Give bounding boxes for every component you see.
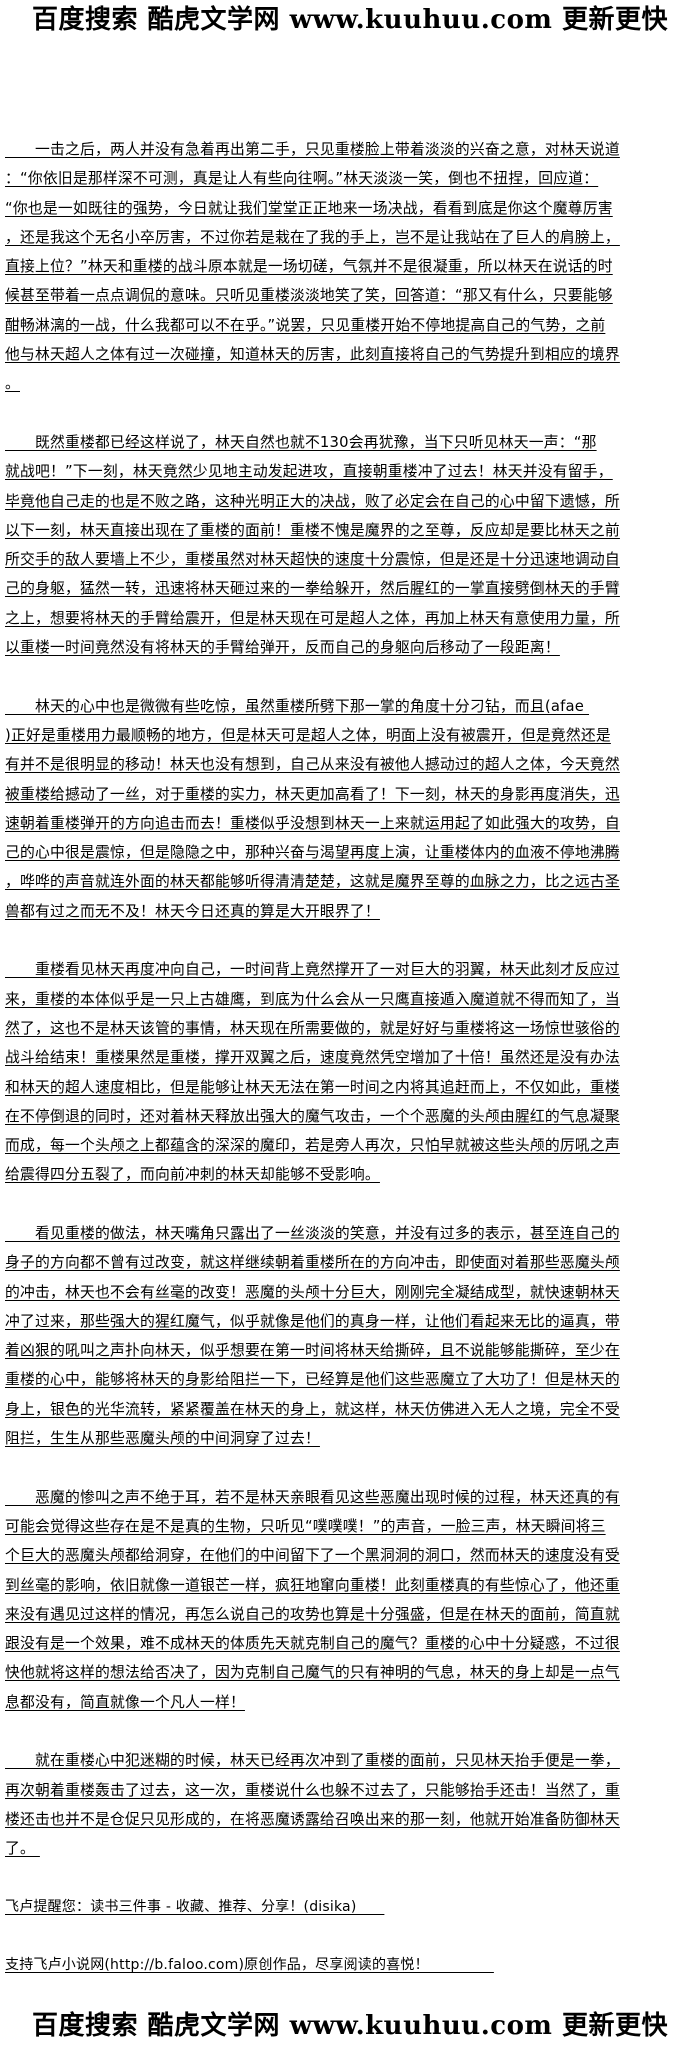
paragraph-line: 再次朝着重楼轰击了过去，这一次，重楼说什么也躲不过去了，只能够抬手还击！当然了，… [5, 1781, 620, 1799]
paragraph-line: 然了，这也不是林天该管的事情，林天现在所需要做的，就是好好与重楼将这一场惊世骇俗… [5, 1019, 620, 1037]
article-paragraph: 看见重楼的做法，林天嘴角只露出了一丝淡淡的笑意，并没有过多的表示，甚至连自己的身… [5, 1219, 693, 1453]
paragraph-line: 来没有遇见过这样的情况，再怎么说自己的攻势也算是十分强盛，但是在林天的面前，简直… [5, 1605, 620, 1623]
paragraph-line: ，还是我这个无名小卒厉害，不过你若是栽在了我的手上，岂不是让我站在了巨人的肩膀上… [5, 228, 620, 246]
paragraph-line: 林天的心中也是微微有些吃惊，虽然重楼所劈下那一掌的角度十分刁钻，而且(afae [5, 697, 590, 715]
paragraph-line: 有并不是很明显的移动！林天也没有想到，自己从来没有被他人撼动过的超人之体，今天竟… [5, 756, 620, 774]
site-banner-logo: 百度搜索 酷虎文学网 www.kuuhuu.com 更新更快 [31, 5, 668, 35]
article-paragraph: 恶魔的惨叫之声不绝于耳，若不是林天亲眼看见这些恶魔出现时候的过程，林天还真的有可… [5, 1483, 693, 1717]
paragraph-line: 以下一刻，林天直接出现在了重楼的面前！重楼不愧是魔界的之至尊，反应却是要比林天之… [5, 521, 620, 539]
paragraph-line: 跟没有是一个效果，难不成林天的体质先天就克制自己的魔气？重楼的心中十分疑惑，不过… [5, 1635, 620, 1653]
reading-reminder-text: 飞卢提醒您：读书三件事 - 收藏、推荐、分享！(disika) [5, 1898, 385, 1915]
article-paragraph: 既然重楼都已经这样说了，林天自然也就不130会再犹豫，当下只听见林天一声：“那就… [5, 428, 693, 662]
paragraph-line: 的冲击，林天也不会有丝毫的改变！恶魔的头颅十分巨大，刚刚完全凝结成型，就快速朝林… [5, 1283, 620, 1301]
paragraph-line: 在不停倒退的同时，还对着林天释放出强大的魔气攻击，一个个恶魔的头颅由腥红的气息凝… [5, 1107, 620, 1125]
paragraph-line: 和林天的超人速度相比，但是能够让林天无法在第一时间之内将其追赶而上，不仅如此，重… [5, 1078, 620, 1096]
paragraph-line: 重楼看见林天再度冲向自己，一时间背上竟然撑开了一对巨大的羽翼，林天此刻才反应过 [5, 961, 620, 979]
article-body: 一击之后，两人并没有急着再出第二手，只见重楼脸上带着淡淡的兴奋之意，对林天说道 ：… [5, 135, 693, 2010]
paragraph-line: 身上，银色的光华流转，紧紧覆盖在林天的身上，就这样，林天仿佛进入无人之境，完全不… [5, 1400, 620, 1418]
paragraph-line: 己的心中很是震惊，但是隐隐之中，那种兴奋与渴望再度上演，让重楼体内的血液不停地沸… [5, 844, 620, 862]
paragraph-line: 候甚至带着一点点调侃的意味。只听见重楼淡淡地笑了笑，回答道：“那又有什么，只要能… [5, 287, 613, 305]
paragraph-line: 己的身躯，猛然一转，迅速将林天砸过来的一拳给躲开，然后腥红的一掌直接劈倒林天的手… [5, 580, 620, 598]
paragraph-line: 以重楼一时间竟然没有将林天的手臂给弹开，反而自己的身躯向后移动了一段距离！ [5, 639, 560, 657]
paragraph-line: 息都没有，简直就像一个凡人一样！ [5, 1693, 245, 1711]
paragraph-line: 直接上位？”林天和重楼的战斗原本就是一场切磋，气氛并不是很凝重，所以林天在说话的… [5, 258, 613, 276]
paragraph-line: 战斗给结束！重楼果然是重楼，撑开双翼之后，速度竟然凭空增加了十倍！虽然还是没有办… [5, 1049, 620, 1067]
paragraph-line: 了。 [5, 1840, 40, 1858]
paragraph-line: 所交手的敌人要墙上不少，重楼虽然对林天超快的速度十分震惊，但是还是十分迅速地调动… [5, 551, 620, 569]
paragraph-line: 阻拦，生生从那些恶魔头颅的中间洞穿了过去！ [5, 1430, 320, 1448]
paragraph-line: 个巨大的恶魔头颅都给洞穿，在他们的中间留下了一个黑洞洞的洞口，然而林天的速度没有… [5, 1547, 620, 1565]
paragraph-line: 看见重楼的做法，林天嘴角只露出了一丝淡淡的笑意，并没有过多的表示，甚至连自己的 [5, 1224, 620, 1242]
article-paragraph: 林天的心中也是微微有些吃惊，虽然重楼所劈下那一掌的角度十分刁钻，而且(afae … [5, 692, 693, 926]
article-paragraph: 一击之后，两人并没有急着再出第二手，只见重楼脸上带着淡淡的兴奋之意，对林天说道 ：… [5, 135, 693, 399]
paragraph-line: 一击之后，两人并没有急着再出第二手，只见重楼脸上带着淡淡的兴奋之意，对林天说道 [5, 141, 620, 158]
paragraph-line: 而成，每一个头颅之上都蕴含的深深的魔印，若是旁人再次，只怕早就被这些头颅的厉吼之… [5, 1137, 620, 1155]
paragraph-line: 兽都有过之而无不及！林天今日还真的算是大开眼界了！ [5, 902, 380, 920]
paragraph-line: 就战吧！”下一刻，林天竟然少见地主动发起进攻，直接朝重楼冲了过去！林天并没有留手… [5, 463, 613, 481]
paragraph-line: 给震得四分五裂了，而向前冲刺的林天却能够不受影响。 [5, 1166, 380, 1184]
paragraph-line: 就在重楼心中犯迷糊的时候，林天已经再次冲到了重楼的面前，只见林天抬手便是一拳， [5, 1752, 620, 1770]
paragraph-line: )正好是重楼用力最顺畅的地方，但是林天可是超人之体，明面上没有被震开，但是竟然还… [5, 726, 611, 744]
paragraph-line: ：“你依旧是那样深不可测，真是让人有些向往啊。”林天淡淡一笑，倒也不扭捏，回应道… [5, 170, 599, 188]
support-faloo-text: 支持飞卢小说网(http://b.faloo.com)原创作品，尽享阅读的喜悦！ [5, 1957, 494, 1974]
paragraph-line: 可能会觉得这些存在是不是真的生物，只听见“噗噗噗！”的声音，一脸三声，林天瞬间将… [5, 1517, 606, 1535]
paragraph-line: “你也是一如既往的强势，今日就让我们堂堂正正地来一场决战，看看到底是你这个魔尊厉… [5, 199, 613, 217]
article-paragraph: 重楼看见林天再度冲向自己，一时间背上竟然撑开了一对巨大的羽翼，林天此刻才反应过来… [5, 955, 693, 1189]
article-paragraphs: 一击之后，两人并没有急着再出第二手，只见重楼脸上带着淡淡的兴奋之意，对林天说道 ：… [5, 135, 693, 1864]
paragraph-line: 重楼的心中，能够将林天的身影给阻拦一下，已经算是他们这些恶魔立了大功了！但是林天… [5, 1371, 620, 1389]
paragraph-line: 。 [5, 375, 20, 393]
paragraph-line: 来，重楼的本体似乎是一只上古雄鹰，到底为什么会从一只鹰直接遁入魔道就不得而知了，… [5, 990, 620, 1008]
paragraph-line: 他与林天超人之体有过一次碰撞，知道林天的厉害，此刻直接将自己的气势提升到相应的境… [5, 346, 620, 364]
paragraph-line: 酣畅淋漓的一战，什么我都可以不在乎。”说罢，只见重楼开始不停地提高自己的气势，之… [5, 316, 606, 334]
paragraph-line: 毕竟他自己走的也是不败之路，这种光明正大的决战，败了必定会在自己的心中留下遗憾，… [5, 492, 620, 510]
paragraph-line: 着凶狠的吼叫之声扑向林天，似乎想要在第一时间将林天给撕碎，且不说能够能撕碎，至少… [5, 1342, 620, 1360]
paragraph-line: 身子的方向都不曾有过改变，就这样继续朝着重楼所在的方向冲击，即使面对着那些恶魔头… [5, 1254, 620, 1272]
article-paragraph: 就在重楼心中犯迷糊的时候，林天已经再次冲到了重楼的面前，只见林天抬手便是一拳， 再… [5, 1746, 693, 1863]
paragraph-line: 到丝毫的影响，依旧就像一道银芒一样，疯狂地窜向重楼！此刻重楼真的有些惊心了，他还… [5, 1576, 620, 1594]
paragraph-line: 恶魔的惨叫之声不绝于耳，若不是林天亲眼看见这些恶魔出现时候的过程，林天还真的有 [5, 1488, 620, 1506]
paragraph-line: 被重楼给撼动了一丝，对于重楼的实力，林天更加高看了！下一刻，林天的身影再度消失，… [5, 785, 620, 803]
paragraph-line: 既然重楼都已经这样说了，林天自然也就不130会再犹豫，当下只听见林天一声：“那 [5, 433, 597, 451]
paragraph-line: ，哗哗的声音就连外面的林天都能够听得清清楚楚，这就是魔界至尊的血脉之力，比之远古… [5, 873, 620, 891]
site-banner-logo-bottom: 百度搜索 酷虎文学网 www.kuuhuu.com 更新更快 [31, 2011, 668, 2041]
paragraph-line: 冲了过来，那些强大的猩红魔气，似乎就像是他们的真身一样，让他们看起来无比的逼真，… [5, 1312, 620, 1330]
paragraph-line: 速朝着重楼弹开的方向追击而去！重楼似乎没想到林天一上来就运用起了如此强大的攻势，… [5, 814, 620, 832]
paragraph-line: 快他就将这样的想法给否决了，因为克制自己魔气的只有神明的气息，林天的身上却是一点… [5, 1664, 620, 1682]
paragraph-line: 之上，想要将林天的手臂给震开，但是林天现在可是超人之体，再加上林天有意使用力量，… [5, 609, 620, 627]
paragraph-line: 楼还击也并不是仓促只见形成的，在将恶魔诱露给召唤出来的那一刻，他就开始准备防御林… [5, 1810, 620, 1828]
